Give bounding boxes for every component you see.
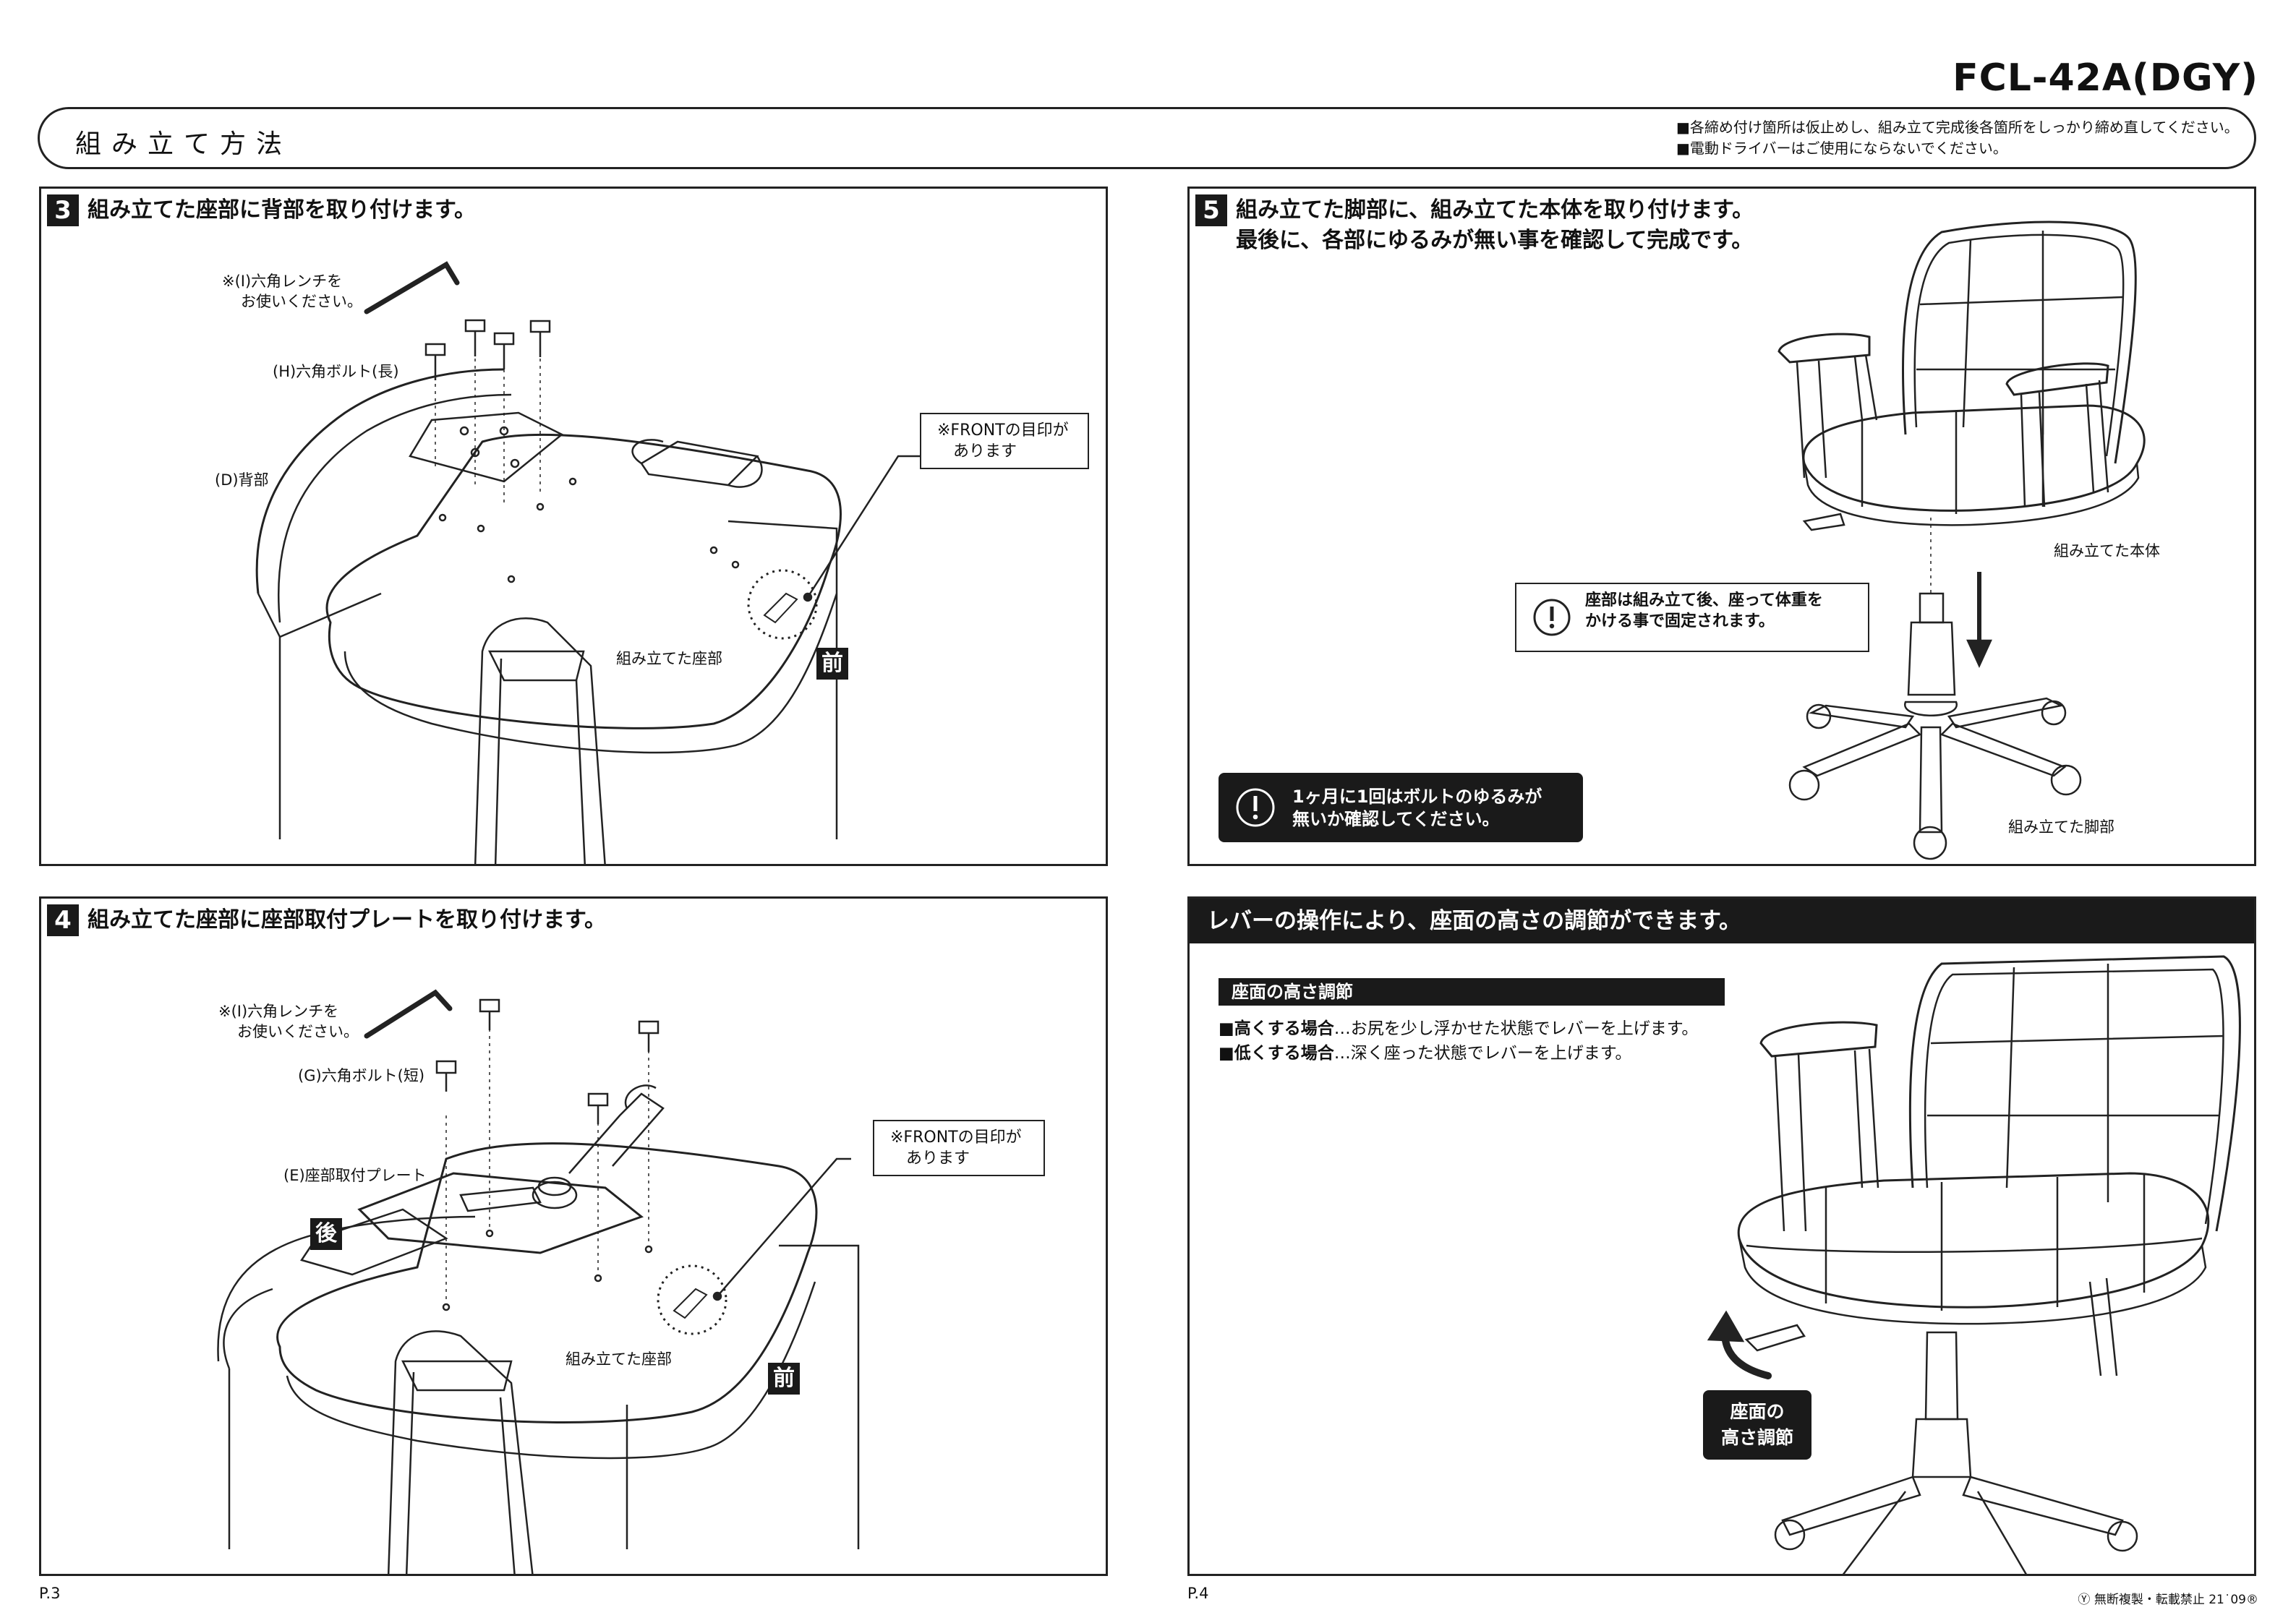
step3-front-callout: ※FRONTの目印が あります <box>920 413 1089 469</box>
raise-label: ■高くする場合 <box>1219 1019 1334 1038</box>
step3-front-note-2: あります <box>953 442 1017 461</box>
step3-panel: 3 組み立てた座部に背部を取り付けます。 <box>39 187 1108 866</box>
step3-front-note-1: ※FRONTの目印が <box>937 421 1069 440</box>
step5-monthly-2: 無いか確認してください。 <box>1292 809 1500 829</box>
step3-title: 組み立てた座部に背部を取り付けます。 <box>88 197 476 223</box>
step4-plate-label: (E)座部取付プレート <box>283 1167 427 1184</box>
step5-caution-2: かける事で固定されます。 <box>1585 612 1775 630</box>
step4-front-note-2: あります <box>906 1149 970 1168</box>
step4-front-callout: ※FRONTの目印が あります <box>873 1120 1045 1176</box>
step3-illustration <box>41 189 1108 866</box>
step3-number: 3 <box>47 194 79 226</box>
lower-label: ■低くする場合 <box>1219 1044 1334 1063</box>
page-title: 組み立て方法 <box>75 129 293 159</box>
lever-line-lower: ■低くする場合…深く座った状態でレバーを上げます。 <box>1219 1041 1698 1066</box>
step5-caution-box: 座部は組み立て後、座って体重を かける事で固定されます。 <box>1515 583 1869 652</box>
caution-icon <box>1236 788 1275 827</box>
step3-wrench-note-2: お使いください。 <box>241 293 362 310</box>
model-number: FCL-42A(DGY) <box>1953 56 2258 100</box>
raise-text: …お尻を少し浮かせた状態でレバーを上げます。 <box>1333 1019 1699 1038</box>
step4-bolt-label: (G)六角ボルト(短) <box>298 1067 425 1084</box>
lower-text: …深く座った状態でレバーを上げます。 <box>1333 1044 1632 1063</box>
caution-icon <box>1533 599 1571 636</box>
header-bar <box>38 107 2256 169</box>
step5-panel: 5 組み立てた脚部に、組み立てた本体を取り付けます。 最後に、各部にゆるみが無い… <box>1187 187 2256 866</box>
step5-caution-1: 座部は組み立て後、座って体重を <box>1585 591 1823 609</box>
step4-wrench-note-2: お使いください。 <box>237 1023 359 1040</box>
step5-base-label: 組み立てた脚部 <box>2008 818 2114 836</box>
step5-title-line1: 組み立てた脚部に、組み立てた本体を取り付けます。 <box>1236 197 1754 223</box>
step4-seat-label: 組み立てた座部 <box>566 1350 672 1368</box>
badge-line-2: 高さ調節 <box>1720 1427 1793 1448</box>
step5-title-line2: 最後に、各部にゆるみが無い事を確認して完成です。 <box>1236 228 1754 253</box>
step4-rear-tag: 後 <box>310 1218 342 1250</box>
step3-seat-label: 組み立てた座部 <box>616 650 722 667</box>
step5-body-label: 組み立てた本体 <box>2054 542 2160 560</box>
step4-number: 4 <box>47 904 79 936</box>
step4-title: 組み立てた座部に座部取付プレートを取り付けます。 <box>88 907 606 933</box>
step3-back-label: (D)背部 <box>215 471 269 489</box>
page-number-right: P.4 <box>1187 1585 1209 1602</box>
seat-height-badge: 座面の 高さ調節 <box>1703 1390 1811 1460</box>
step4-wrench-note-1: ※(I)六角レンチを <box>218 1003 339 1020</box>
note-tighten: ■各締め付け箇所は仮止めし、組み立て完成後各箇所をしっかり締め直してください。 <box>1676 119 2239 136</box>
step3-wrench-note-1: ※(I)六角レンチを <box>222 273 343 290</box>
step4-illustration <box>41 899 1108 1576</box>
note-no-power-driver: ■電動ドライバーはご使用にならないでください。 <box>1676 140 2007 157</box>
step4-front-note-1: ※FRONTの目印が <box>890 1129 1022 1147</box>
step5-monthly-check-box: 1ヶ月に1回はボルトのゆるみが 無いか確認してください。 <box>1219 773 1583 842</box>
step3-bolt-label: (H)六角ボルト(長) <box>273 363 399 380</box>
lever-chair-illustration <box>1190 899 2256 1576</box>
header-notes: ■各締め付け箇所は仮止めし、組み立て完成後各箇所をしっかり締め直してください。 … <box>1676 117 2239 159</box>
copyright-notice: Ⓨ 無断複製・転載禁止 21˙09® <box>2078 1593 2258 1607</box>
step4-panel: 4 組み立てた座部に座部取付プレートを取り付けます。 <box>39 896 1108 1576</box>
lever-line-raise: ■高くする場合…お尻を少し浮かせた状態でレバーを上げます。 <box>1219 1016 1698 1041</box>
step3-front-tag: 前 <box>816 648 848 680</box>
step5-monthly-1: 1ヶ月に1回はボルトのゆるみが <box>1292 787 1542 807</box>
lever-subtitle: 座面の高さ調節 <box>1219 978 1725 1006</box>
lever-panel: レバーの操作により、座面の高さの調節ができます。 座面の高さ調節 ■高くする場合… <box>1187 896 2256 1576</box>
step4-front-tag: 前 <box>768 1363 800 1395</box>
step5-chair-illustration <box>1190 189 2256 866</box>
badge-line-1: 座面の <box>1730 1401 1785 1422</box>
step5-number: 5 <box>1195 194 1227 226</box>
lever-instructions: ■高くする場合…お尻を少し浮かせた状態でレバーを上げます。 ■低くする場合…深く… <box>1219 1016 1698 1066</box>
lever-banner: レバーの操作により、座面の高さの調節ができます。 <box>1190 899 2254 943</box>
page-number-left: P.3 <box>39 1585 61 1602</box>
